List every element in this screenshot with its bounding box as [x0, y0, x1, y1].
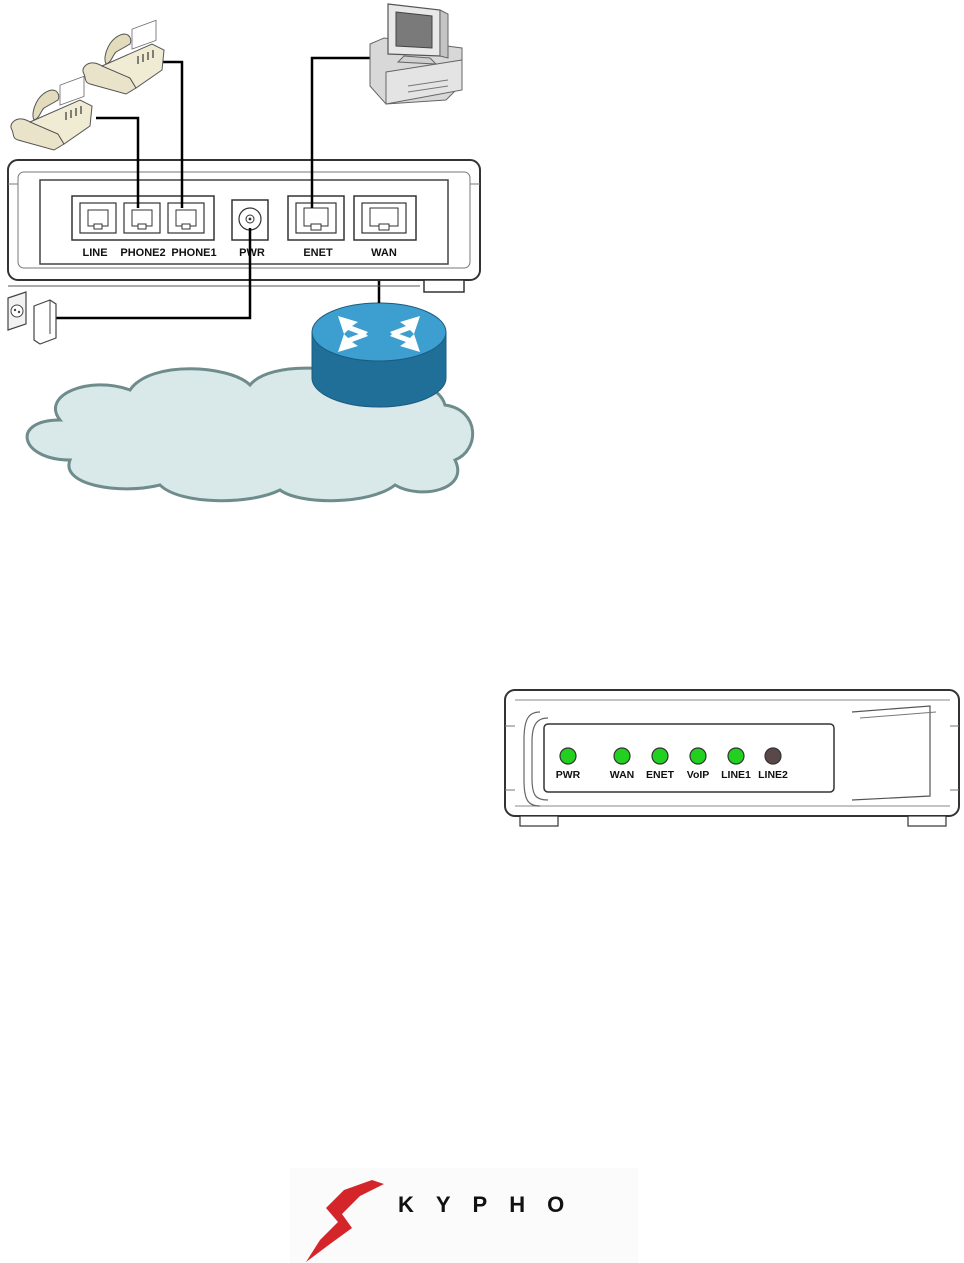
led-label-wan: WAN — [610, 769, 635, 781]
device-foot — [907, 815, 947, 827]
led-label-line1: LINE1 — [721, 769, 751, 781]
led-indicators: PWR WAN ENET VoIP LINE1 LINE2 — [556, 747, 788, 781]
port-phone2 — [123, 202, 161, 234]
led-label-pwr: PWR — [556, 769, 581, 781]
port-line — [79, 202, 117, 234]
router-icon — [311, 302, 447, 408]
port-label-wan: WAN — [371, 247, 397, 259]
led-wan — [613, 747, 631, 765]
router-arrows-icon — [338, 316, 420, 352]
phone1-cable — [160, 60, 184, 208]
port-label-phone1: PHONE1 — [171, 247, 216, 259]
phone2-cable — [96, 116, 140, 208]
port-wan — [353, 195, 417, 241]
power-plug-icon — [7, 291, 57, 345]
computer-icon — [369, 3, 463, 105]
led-window — [543, 723, 835, 793]
led-label-line2: LINE2 — [758, 769, 788, 781]
telephone-icon — [82, 19, 165, 95]
device-foot — [423, 279, 465, 293]
led-line2 — [764, 747, 782, 765]
port-label-pwr: PWR — [239, 247, 265, 259]
led-label-voip: VoIP — [687, 769, 710, 781]
led-enet — [651, 747, 669, 765]
port-label-phone2: PHONE2 — [120, 247, 165, 259]
device-back-panel: LINE PHONE2 PHONE1 PWR ENET WAN — [7, 159, 481, 293]
port-phone1 — [167, 202, 205, 234]
telephone-icon — [10, 75, 93, 151]
enet-cable — [310, 56, 384, 208]
port-enet — [287, 195, 345, 241]
device-foot — [519, 815, 559, 827]
power-cable — [56, 228, 252, 320]
lightning-bolt-icon — [306, 1180, 384, 1262]
logo-text: KYPHO — [398, 1192, 586, 1217]
company-logo: KYPHO — [290, 1168, 638, 1263]
led-label-enet: ENET — [646, 769, 675, 781]
led-voip — [689, 747, 707, 765]
led-line1 — [727, 747, 745, 765]
port-label-enet: ENET — [303, 247, 333, 259]
port-label-line: LINE — [82, 247, 107, 259]
led-pwr — [559, 747, 577, 765]
